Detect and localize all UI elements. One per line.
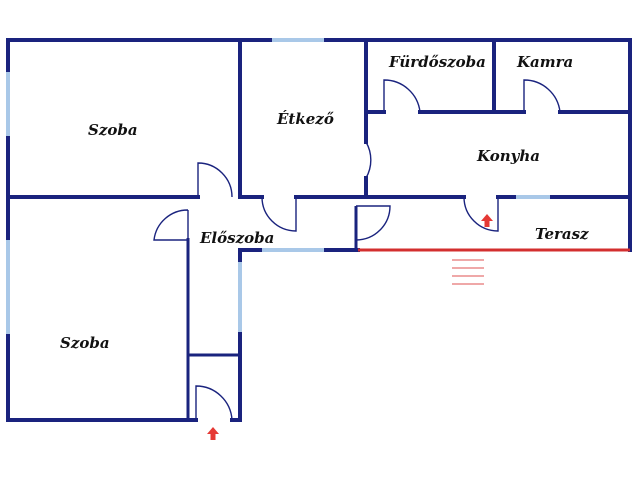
door-etkezo [261,196,297,232]
room-labels: Szoba Szoba Étkező Fürdőszoba Kamra Kony… [60,53,589,352]
door-main-entrance [195,385,233,421]
room-label-eloszoba: Előszoba [199,229,274,247]
doors [153,79,561,421]
windows [6,38,550,334]
room-label-szoba-bottom: Szoba [60,334,110,352]
room-label-szoba-top: Szoba [88,121,138,139]
door-hall-terasz [355,205,391,241]
terrace [358,248,630,285]
door-konyha-terasz [463,196,499,232]
door-etkezo-konyha [365,141,372,179]
door-furdoszoba [383,79,421,113]
entrance-arrows [207,214,493,440]
room-label-etkezo: Étkező [276,110,334,128]
room-label-konyha: Konyha [476,147,540,165]
room-label-terasz: Terasz [535,225,589,243]
terrace-entrance-arrow-icon [481,214,493,227]
door-szoba-top [197,162,233,198]
room-label-kamra: Kamra [516,53,573,71]
room-label-furdoszoba: Fürdőszoba [388,53,486,71]
entrance-arrow-icon [207,427,219,440]
door-szoba-bottom [153,209,189,241]
door-kamra [523,79,561,113]
